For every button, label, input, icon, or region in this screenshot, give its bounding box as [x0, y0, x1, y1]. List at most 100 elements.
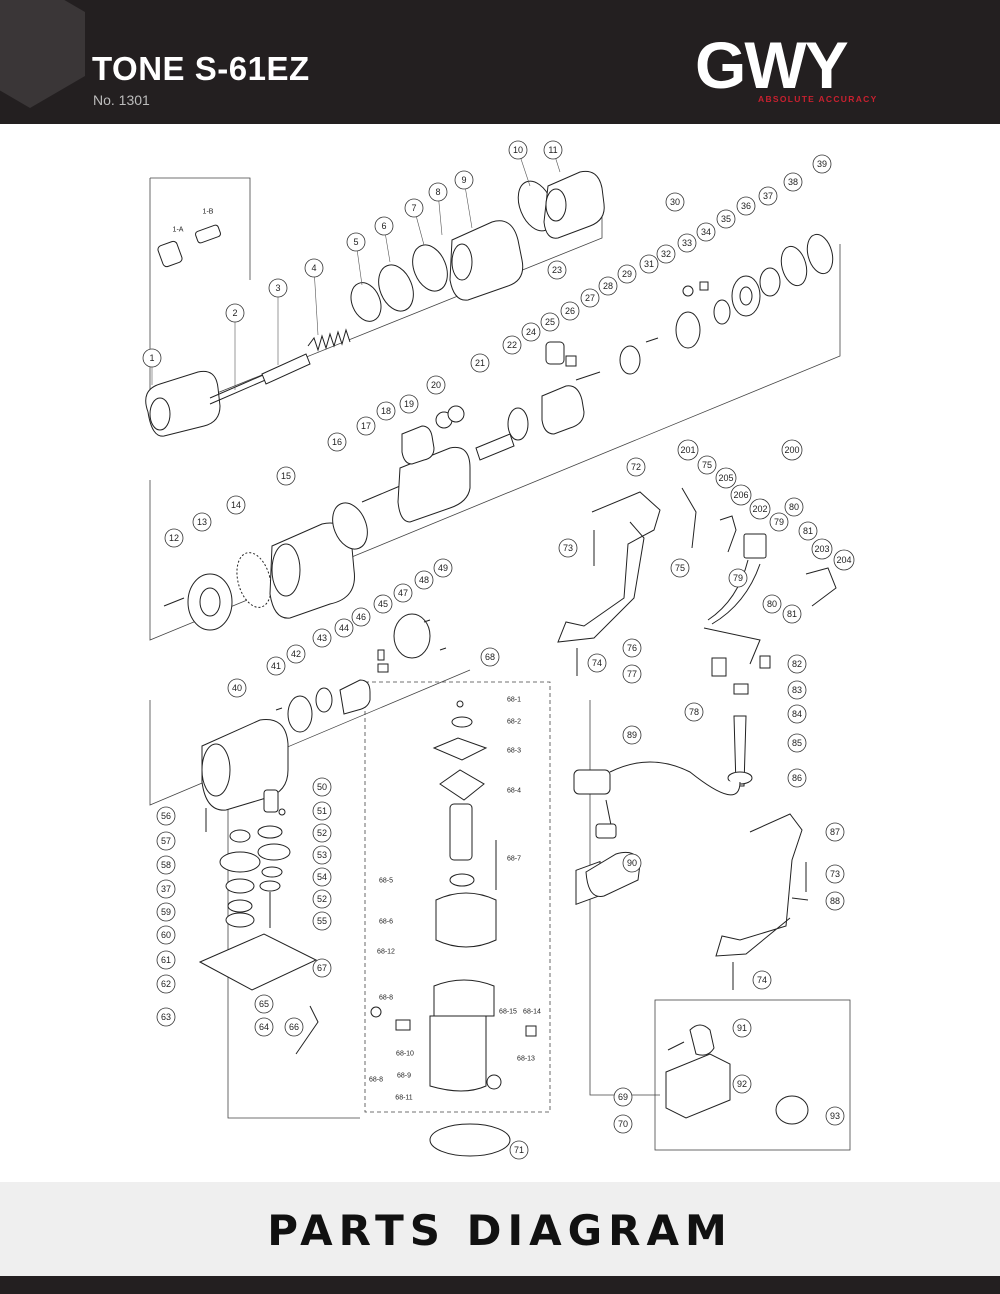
callout-circle — [783, 172, 803, 192]
inset-label-s1b: 1-B — [203, 209, 214, 216]
callout-label: 3 — [275, 283, 280, 293]
callout-label: 52 — [317, 828, 327, 838]
callout-c75b: 75 — [670, 558, 690, 578]
callout-circle — [312, 911, 332, 931]
callout-label: 82 — [792, 659, 802, 669]
callout-label: 51 — [317, 806, 327, 816]
callout-c37b: 37 — [156, 879, 176, 899]
callout-circle — [254, 994, 274, 1014]
callout-label: 78 — [689, 707, 699, 717]
callout-circle — [580, 288, 600, 308]
callout-label: 26 — [565, 306, 575, 316]
callout-c79b: 79 — [728, 568, 748, 588]
callout-label: 40 — [232, 683, 242, 693]
callout-label: 4 — [311, 263, 316, 273]
callout-c32: 32 — [656, 244, 676, 264]
callout-circle — [502, 335, 522, 355]
footer-band — [0, 1182, 1000, 1294]
footer-title: PARTS DIAGRAM — [267, 1206, 733, 1255]
callout-c90: 90 — [622, 853, 642, 873]
callout-circle — [715, 467, 737, 489]
callout-circle — [156, 950, 176, 970]
callout-circle — [374, 216, 394, 236]
callout-c69: 69 — [613, 1087, 633, 1107]
callout-label: 92 — [737, 1079, 747, 1089]
callout-label: 32 — [661, 249, 671, 259]
callout-label: 72 — [631, 462, 641, 472]
callout-c205: 205 — [715, 467, 737, 489]
callout-label: 10 — [513, 145, 523, 155]
callout-circle — [558, 538, 578, 558]
callout-label: 68-10 — [396, 1051, 414, 1058]
callout-c35: 35 — [716, 209, 736, 229]
callout-circle — [677, 439, 699, 461]
callout-circle — [684, 702, 704, 722]
page-title: TONE S-61EZ — [92, 50, 310, 87]
callout-label: 68-14 — [523, 1009, 541, 1016]
callout-circle — [286, 644, 306, 664]
callout-circle — [480, 647, 500, 667]
callout-circle — [404, 198, 424, 218]
callout-circle — [346, 232, 366, 252]
callout-circle — [617, 264, 637, 284]
callout-circle — [833, 549, 855, 571]
callout-c68_9: 68-9 — [397, 1073, 411, 1080]
callout-c68_14: 68-14 — [523, 1009, 541, 1016]
callout-c65: 65 — [254, 994, 274, 1014]
callout-label: 69 — [618, 1092, 628, 1102]
callout-circle — [752, 970, 772, 990]
group-boxes — [149, 177, 851, 1151]
callout-label: 68-8 — [369, 1077, 383, 1084]
callout-circle — [787, 768, 807, 788]
callout-c202: 202 — [749, 498, 771, 520]
callout-c25: 25 — [540, 312, 560, 332]
callout-label: 67 — [317, 963, 327, 973]
callout-circle — [540, 312, 560, 332]
callout-label: 68-6 — [379, 919, 393, 926]
callout-label: 68-15 — [499, 1009, 517, 1016]
callout-c42: 42 — [286, 644, 306, 664]
callout-label: 39 — [817, 159, 827, 169]
callout-c82: 82 — [787, 654, 807, 674]
header-bar: TONE S-61EZ No. 1301 GWY ABSOLUTE ACCURA… — [0, 0, 1000, 124]
callout-c73a: 73 — [558, 538, 578, 558]
callout-circle — [825, 1106, 845, 1126]
callout-c14: 14 — [226, 495, 246, 515]
callout-circle — [782, 604, 802, 624]
callout-label: 56 — [161, 811, 171, 821]
callout-c68_2: 68-2 — [507, 719, 521, 726]
callout-label: 81 — [787, 609, 797, 619]
callout-label: 204 — [836, 555, 851, 565]
callout-circle — [227, 678, 247, 698]
callout-label: 5 — [353, 237, 358, 247]
callout-label: 64 — [259, 1022, 269, 1032]
callout-c68_8b: 68-8 — [369, 1077, 383, 1084]
callout-circle — [509, 1140, 529, 1160]
callout-c48: 48 — [414, 570, 434, 590]
callout-label: 18 — [381, 406, 391, 416]
callout-label: 11 — [548, 145, 557, 155]
callout-label: 68-1 — [507, 697, 521, 704]
callout-label: 29 — [622, 269, 632, 279]
callout-circle — [665, 192, 685, 212]
callout-c16: 16 — [327, 432, 347, 452]
callout-circle — [312, 867, 332, 887]
callout-c30: 30 — [665, 192, 685, 212]
callout-label: 68-9 — [397, 1073, 411, 1080]
callout-c68: 68 — [480, 647, 500, 667]
callout-circle — [787, 704, 807, 724]
callout-label: 54 — [317, 872, 327, 882]
callout-circle — [225, 303, 245, 323]
callout-label: 12 — [169, 533, 179, 543]
callout-circle — [276, 466, 296, 486]
callout-circle — [547, 260, 567, 280]
callout-circle — [226, 495, 246, 515]
callout-label: 74 — [592, 658, 602, 668]
callout-circle — [284, 1017, 304, 1037]
callout-c52b: 52 — [312, 889, 332, 909]
callout-circle — [312, 801, 332, 821]
callout-circle — [697, 455, 717, 475]
callout-circle — [428, 182, 448, 202]
callout-label: 58 — [161, 860, 171, 870]
callout-c4: 4 — [304, 258, 324, 278]
